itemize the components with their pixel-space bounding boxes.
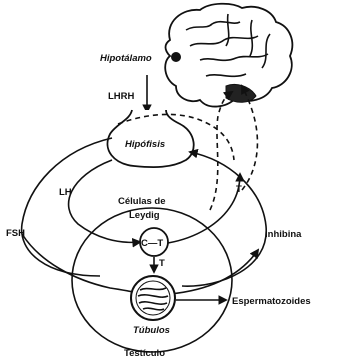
hypothalamus-dot-icon <box>171 52 181 62</box>
inhibin-label: Inhibina <box>265 229 302 240</box>
fsh-label: FSH <box>6 228 25 239</box>
sperm-label: Espermatozoides <box>232 296 311 307</box>
inhibin-arrow <box>170 250 258 294</box>
fsh-loop <box>22 138 112 276</box>
testis-label: Testículo <box>124 348 165 359</box>
tubules-label: Túbulos <box>133 325 170 336</box>
hypothalamus-label: Hipotálamo <box>100 53 152 64</box>
leydig-label-line2: Leydig <box>129 210 160 221</box>
testosterone-lower-label: T <box>159 258 165 269</box>
testosterone-upper-arrow <box>168 174 240 243</box>
ct-label: C—T <box>141 238 163 249</box>
leydig-label-line1: Células de <box>118 196 166 207</box>
brain-icon <box>165 4 292 107</box>
inhibin-feedback-dashed <box>210 92 232 210</box>
lhrh-label: LHRH <box>108 91 135 102</box>
seminiferous-tubule-icon <box>131 276 175 320</box>
pituitary-label: Hipófisis <box>125 139 165 150</box>
